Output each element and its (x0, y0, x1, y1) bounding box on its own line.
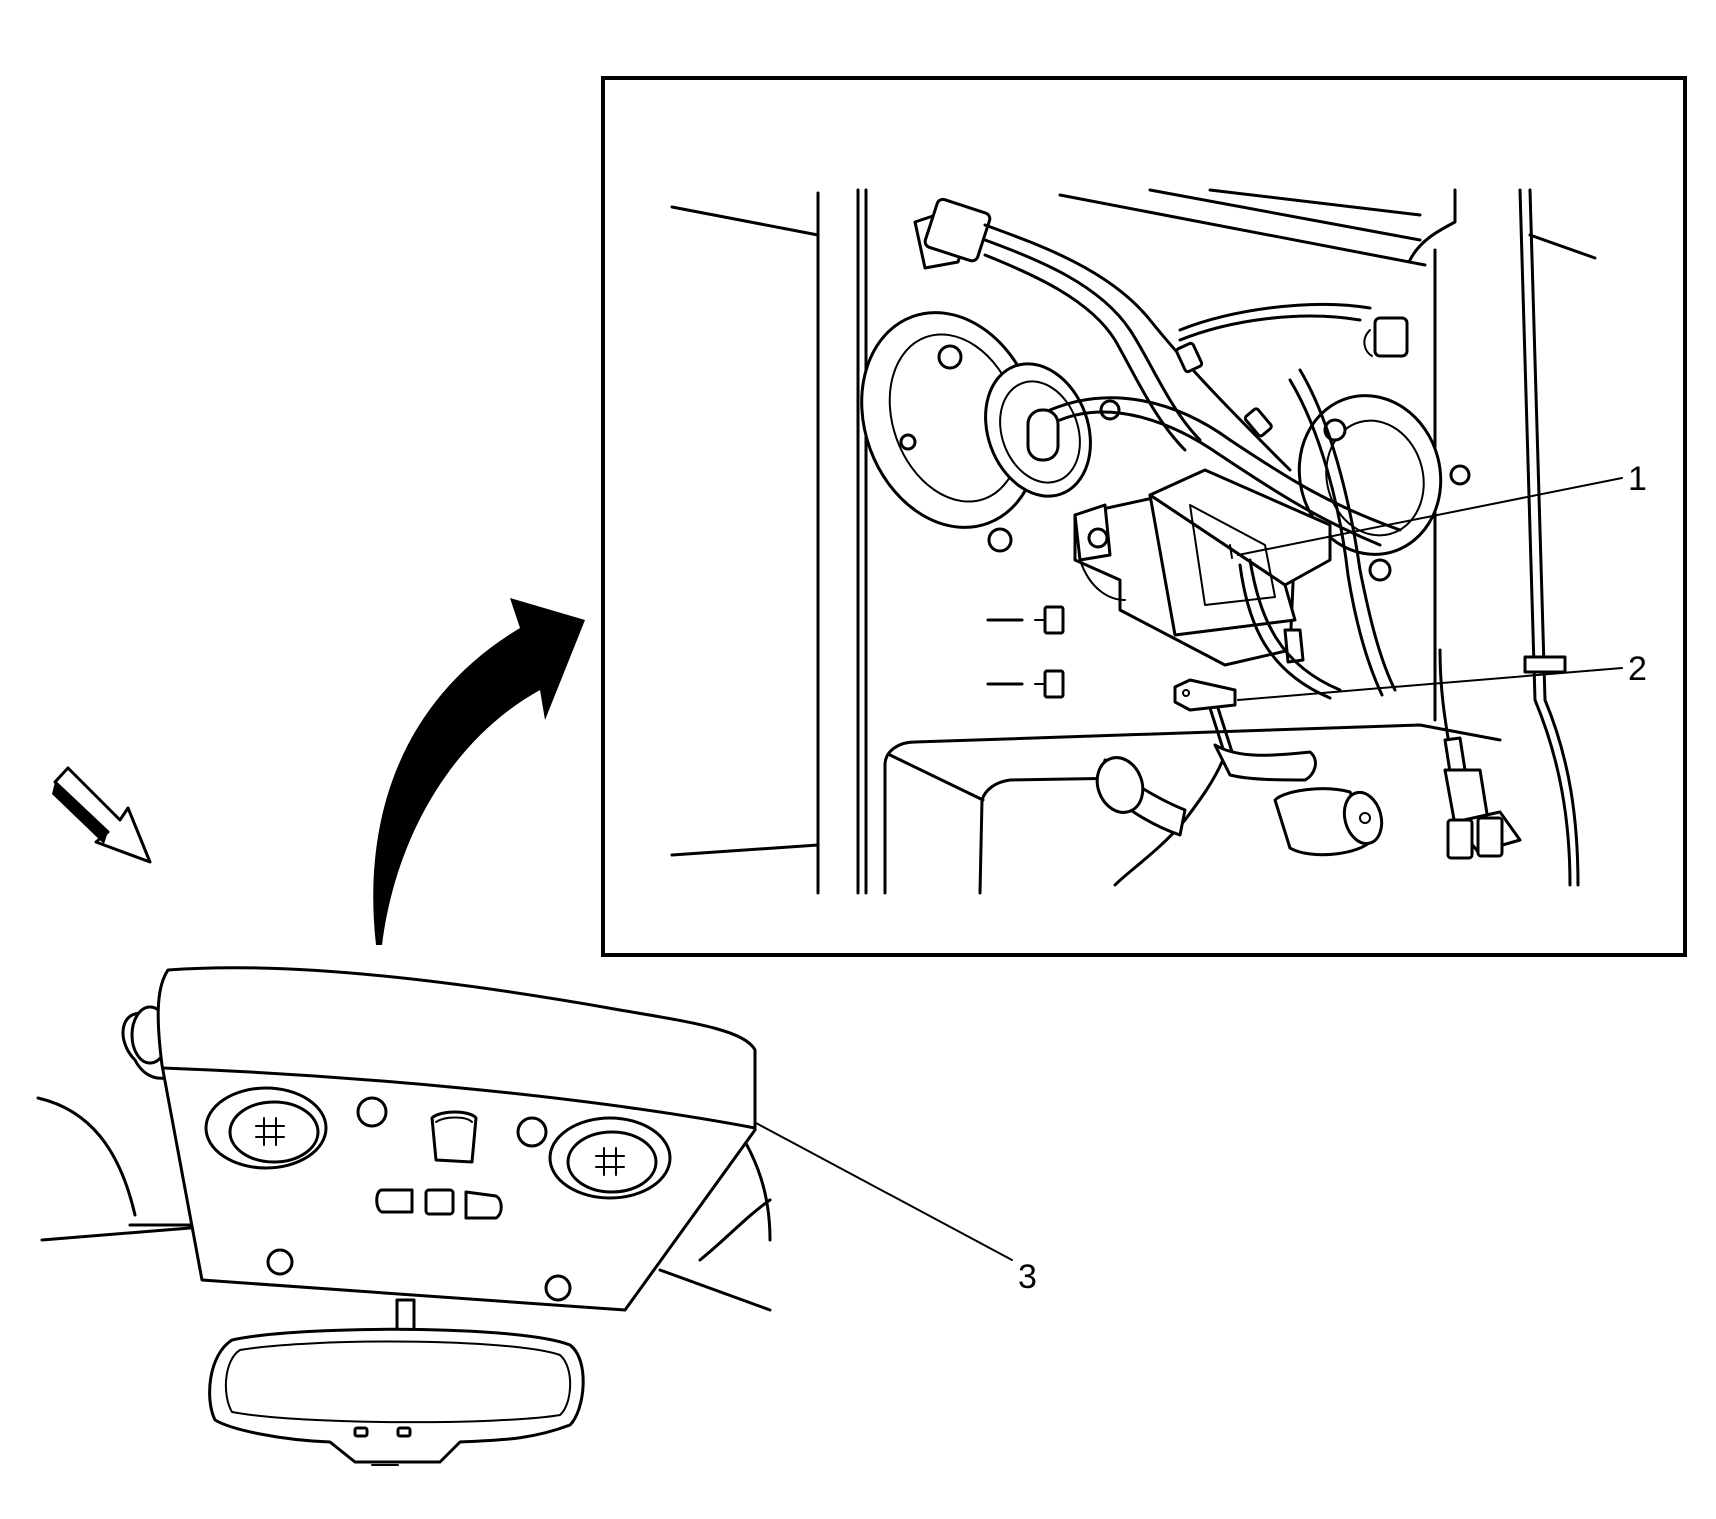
console-screw-cover-left (266, 1248, 294, 1276)
leader-line-3 (755, 1122, 1013, 1261)
sensor-connector (1095, 678, 1384, 887)
center-module (430, 1110, 478, 1164)
left-speaker (860, 311, 1121, 553)
leader-line-2 (1237, 667, 1623, 701)
console-face-edge (161, 1066, 757, 1130)
callout-3: 3 (1018, 1258, 1037, 1296)
overhead-console-view: 3 (36, 966, 1037, 1466)
right-lamp-switch-icon (595, 1147, 625, 1176)
mounting-clips (986, 605, 1567, 699)
mirror-stem (395, 1298, 416, 1332)
mirror-indicator-right (396, 1426, 412, 1438)
left-dome-lamp (204, 1086, 328, 1170)
mirror-indicator-left (353, 1426, 369, 1438)
console-sensor-left (356, 1096, 388, 1128)
console-button-right (464, 1190, 503, 1220)
callout-1: 1 (1628, 460, 1647, 498)
rearview-mirror (208, 1327, 585, 1466)
view-direction-arrow (52, 766, 152, 864)
console-button-left (375, 1188, 414, 1214)
detail-inset: 1 2 (601, 76, 1687, 957)
zoom-detail-arrow (373, 598, 585, 945)
console-button-center (424, 1188, 455, 1216)
leader-line-1 (1237, 477, 1623, 556)
left-lamp-switch-icon (255, 1117, 285, 1146)
callout-2: 2 (1628, 650, 1647, 688)
headliner-lines (36, 1096, 772, 1312)
right-dome-lamp (548, 1116, 672, 1200)
console-screw-cover-right (544, 1274, 572, 1302)
console-button-group (375, 1188, 503, 1220)
roof-structure-lines (670, 188, 1597, 895)
wiring-harness (913, 197, 1522, 860)
console-sensor-right (516, 1116, 548, 1148)
